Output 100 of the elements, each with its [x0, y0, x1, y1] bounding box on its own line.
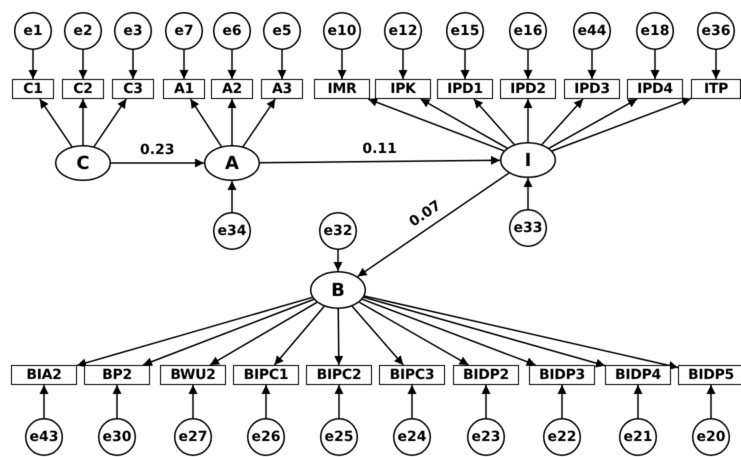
arrow — [482, 385, 490, 418]
indicator-box: IPK — [375, 79, 431, 99]
error-circle: e3 — [114, 12, 152, 50]
edge-label: 0.11 — [360, 140, 399, 156]
arrow — [142, 298, 314, 366]
indicator-box: A3 — [261, 79, 303, 99]
error-circle: e23 — [467, 418, 505, 456]
arrow — [548, 98, 638, 149]
latent-ellipse: B — [310, 271, 366, 309]
arrow — [364, 296, 606, 368]
indicator-box: ITP — [691, 79, 741, 99]
error-circle: e16 — [509, 12, 547, 50]
arrow — [76, 296, 312, 368]
arrow — [274, 306, 325, 366]
arrow — [334, 385, 344, 418]
error-circle: e36 — [697, 12, 735, 50]
arrow — [228, 50, 236, 79]
arrow — [210, 302, 318, 366]
indicator-box: BIA2 — [11, 365, 77, 385]
arrow — [364, 295, 678, 370]
error-circle: e43 — [25, 418, 63, 456]
error-circle: e2 — [64, 12, 102, 50]
arrow — [359, 302, 469, 366]
arrow — [357, 172, 510, 278]
arrow — [541, 98, 584, 145]
indicator-box: BIPC3 — [379, 365, 445, 385]
arrow — [420, 98, 508, 149]
indicator-box: BWU2 — [160, 365, 226, 385]
arrow — [94, 98, 127, 147]
error-circle: e18 — [636, 12, 674, 50]
arrow — [524, 99, 532, 142]
arrow — [112, 385, 122, 418]
error-circle: e30 — [98, 418, 136, 456]
indicator-box: BIPC2 — [306, 365, 372, 385]
error-circle: e7 — [165, 12, 203, 50]
arrow — [190, 98, 222, 147]
error-circle: e6 — [213, 12, 251, 50]
indicator-box: BIDP4 — [605, 365, 671, 385]
error-circle: e1 — [14, 12, 52, 50]
arrow — [368, 98, 504, 152]
indicator-box: IPD1 — [437, 79, 493, 99]
indicator-box: IPD3 — [564, 79, 620, 99]
arrow — [524, 178, 532, 209]
latent-ellipse: I — [500, 142, 556, 178]
error-circle: e21 — [619, 418, 657, 456]
error-circle: e27 — [174, 418, 212, 456]
indicator-box: BP2 — [84, 365, 150, 385]
arrow — [262, 385, 270, 418]
latent-ellipse: C — [55, 145, 111, 181]
arrow — [40, 385, 48, 418]
arrow — [28, 50, 38, 79]
arrow — [78, 99, 88, 145]
error-circle: e44 — [573, 12, 611, 50]
error-circle: e32 — [319, 212, 357, 250]
indicator-box: C1 — [12, 79, 54, 99]
arrow — [460, 50, 470, 79]
indicator-box: BIPC1 — [233, 365, 299, 385]
indicator-box: A2 — [211, 79, 253, 99]
error-circle: e12 — [384, 12, 422, 50]
arrow — [78, 50, 88, 79]
arrow — [524, 50, 532, 79]
arrow — [128, 50, 138, 79]
arrow — [558, 385, 566, 418]
arrow — [278, 50, 286, 79]
indicator-box: IPD4 — [627, 79, 683, 99]
error-circle: e15 — [446, 12, 484, 50]
arrow — [634, 385, 642, 418]
arrow — [228, 181, 236, 212]
indicator-box: BIDP3 — [529, 365, 595, 385]
arrow — [111, 158, 204, 168]
error-circle: e20 — [692, 418, 730, 456]
arrow — [408, 385, 416, 418]
indicator-box: A1 — [163, 79, 205, 99]
arrow — [712, 50, 720, 79]
error-circle: e25 — [320, 418, 358, 456]
indicator-box: IPD2 — [500, 79, 556, 99]
error-circle: e26 — [247, 418, 285, 456]
indicator-box: BIDP5 — [678, 365, 741, 385]
error-circle: e33 — [509, 209, 547, 247]
arrow — [180, 50, 188, 79]
arrow — [334, 250, 342, 271]
arrow — [552, 97, 692, 152]
arrow — [188, 385, 198, 418]
arrow — [338, 50, 346, 79]
error-circle: e34 — [213, 212, 251, 250]
arrow — [260, 156, 500, 165]
indicator-box: C3 — [112, 79, 154, 99]
error-circle: e22 — [543, 418, 581, 456]
arrow — [362, 298, 536, 366]
error-circle: e24 — [393, 418, 431, 456]
error-circle: e5 — [263, 12, 301, 50]
arrow — [706, 385, 716, 418]
arrow — [352, 306, 404, 366]
arrow — [398, 50, 408, 79]
indicator-box: BIDP2 — [453, 365, 519, 385]
indicator-box: C2 — [62, 79, 104, 99]
arrow — [228, 99, 236, 145]
arrow — [650, 50, 660, 79]
latent-ellipse: A — [204, 145, 260, 181]
indicator-box: IMR — [314, 79, 370, 99]
